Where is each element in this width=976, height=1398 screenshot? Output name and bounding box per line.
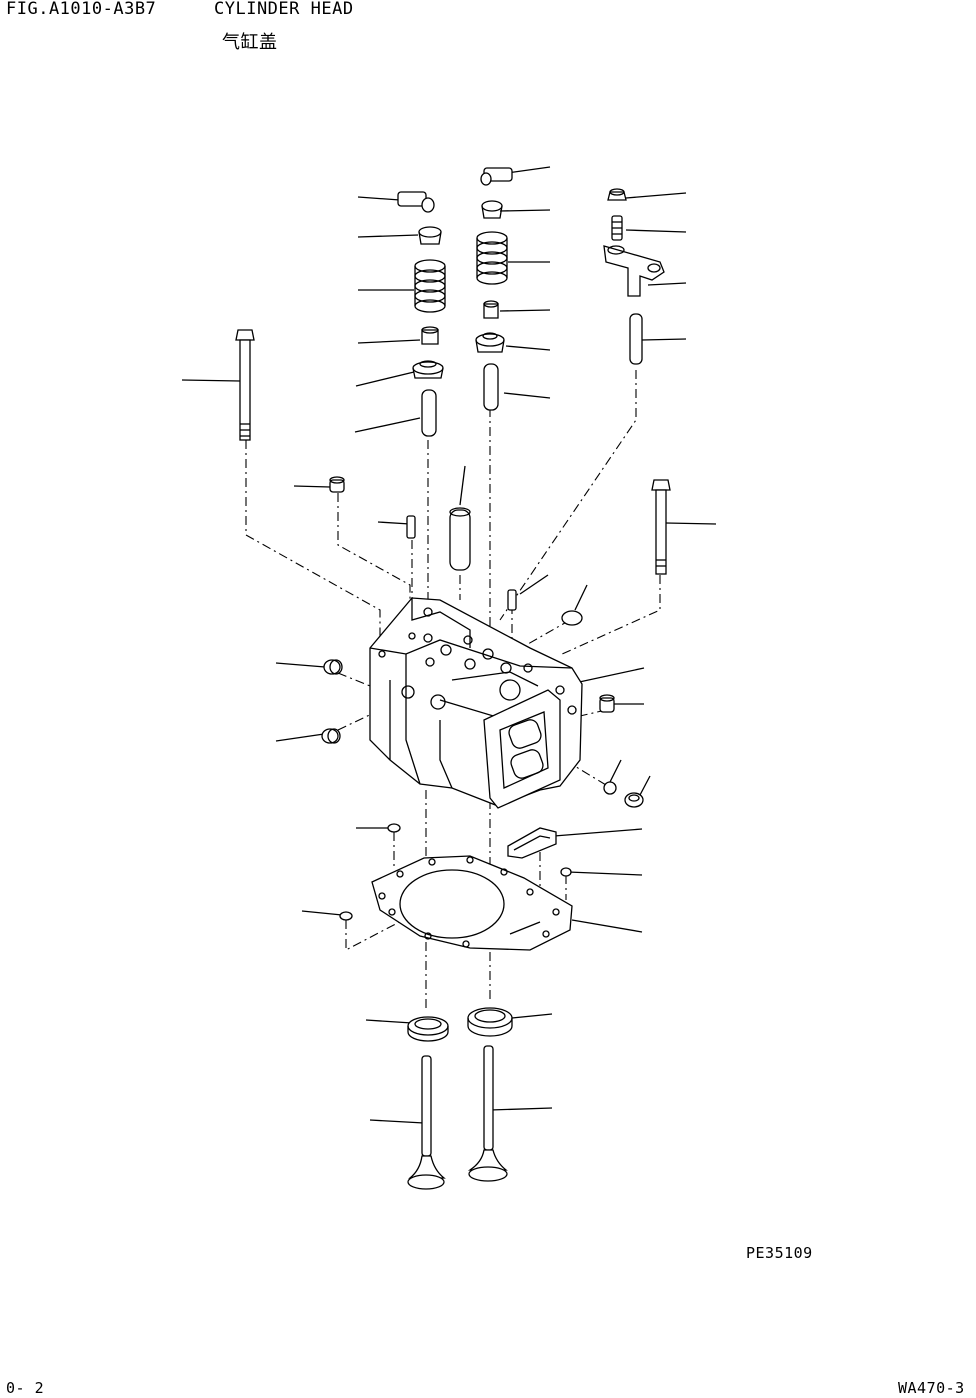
valve-stem-seal-left [421,326,439,345]
title-chinese: 气缸盖 [222,32,278,53]
valve-spring-middle [476,231,508,285]
spring-seat-left [412,360,444,379]
adjusting-nut [607,188,627,201]
plug-side-left-upper [323,659,343,675]
adjusting-screw [611,215,623,241]
crosshead [603,245,665,297]
title-english: CYLINDER HEAD [214,0,354,19]
manifold-gasket [507,827,557,859]
drawing-code: PE35109 [746,1244,813,1262]
valve-spring-left [414,259,446,313]
head-bolt-left [235,329,255,441]
dowel-pin-left [406,515,416,539]
valve-right [467,1045,508,1182]
plug-side-left-lower [321,728,341,744]
rocker-pin-left [397,191,435,213]
plug-lower-right [624,792,644,808]
dowel-pin-right [507,589,517,611]
valve-left [407,1055,446,1190]
valve-guide-left [421,389,437,437]
model-code: WA470-3 [898,1379,965,1397]
plug-upper-left [329,476,345,493]
intake-flange [483,689,561,809]
crosshead-guide [629,313,643,365]
rocker-pin-middle [480,167,513,186]
washer-left [387,823,401,833]
head-bolt-right [651,479,671,575]
leader-lines [181,166,717,1124]
figure-label: FIG.A1010-A3B7 [6,0,157,19]
small-nut-right [603,781,617,795]
spring-retainer-middle [481,200,503,219]
injector-sleeve [449,507,471,571]
spring-seat-middle [475,332,505,353]
plug-side-right [599,694,615,713]
spring-retainer-left [418,226,442,245]
valve-seat-insert-right [467,1007,513,1037]
valve-stem-seal-middle [483,300,499,319]
washer-left-lower [339,911,353,921]
page-number: 0- 2 [6,1379,45,1397]
valve-seat-insert-left [407,1016,449,1042]
washer-right [560,867,572,877]
plug-upper-right [561,610,583,626]
valve-guide-middle [483,363,499,411]
head-gasket [371,855,573,951]
